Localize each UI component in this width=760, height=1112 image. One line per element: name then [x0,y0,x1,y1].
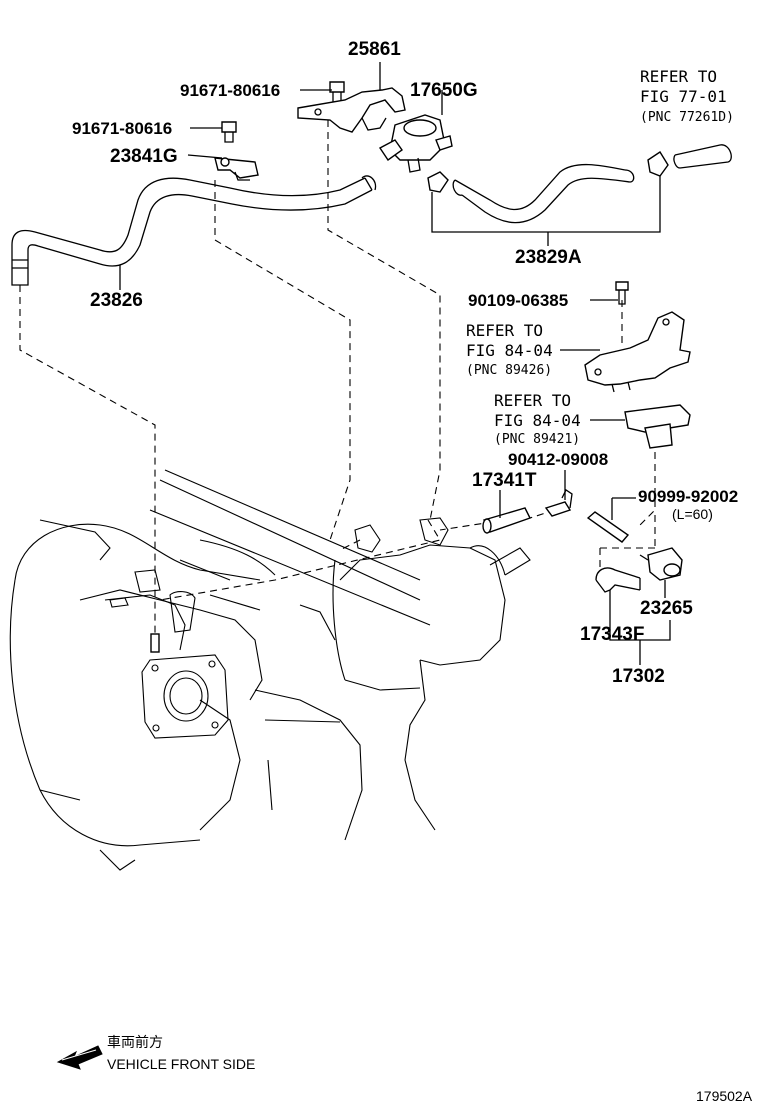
label-25861: 25861 [348,39,401,60]
label-91671-upper: 91671-80616 [180,81,280,100]
tube-17341t [482,507,531,534]
hose-23829a [427,151,669,233]
label-17302: 17302 [612,666,665,687]
label-23841g: 23841G [110,146,178,167]
label-23826: 23826 [90,290,143,311]
ref3-line3: (PNC 89421) [494,432,580,447]
label-17650g: 17650G [410,80,478,101]
bolt-91671-left [221,121,237,143]
hose-77261d [673,144,732,169]
hose-23826 [11,175,377,286]
legend-japanese: 車両前方 [107,1034,163,1050]
bracket-89426 [584,311,691,393]
label-90412: 90412-09008 [508,450,608,469]
label-17341t: 17341T [472,470,537,491]
label-23829a: 23829A [515,247,582,268]
ref2-line2: FIG 84-04 [466,341,553,360]
ref1-line3: (PNC 77261D) [640,110,734,125]
ref2-line1: REFER TO [466,321,543,340]
figure-id: 179502A [696,1088,753,1104]
ref1-line1: REFER TO [640,67,717,86]
label-leaders [119,62,671,665]
hose-17343f [595,567,641,593]
sensor-89421 [624,404,691,449]
label-23265: 23265 [640,598,693,619]
vsv-23265 [639,547,683,581]
clip-23841g [214,157,259,181]
hose-90999 [586,511,630,543]
engine-outline [9,469,531,871]
dashed-leaders [19,120,656,634]
ref3-line2: FIG 84-04 [494,411,581,430]
vehicle-front-arrow-icon [56,1045,103,1070]
vsv-17650g [378,114,453,173]
ref1-line2: FIG 77-01 [640,87,727,106]
label-90109: 90109-06385 [468,291,568,310]
bolt-90109 [615,281,629,305]
label-17343f: 17343F [580,624,644,645]
ref3-line1: REFER TO [494,391,571,410]
ref2-line3: (PNC 89426) [466,363,552,378]
label-90999-length: (L=60) [672,506,713,522]
nipple-90412 [544,489,573,517]
label-91671-left: 91671-80616 [72,119,172,138]
label-90999: 90999-92002 [638,487,738,506]
legend-english: VEHICLE FRONT SIDE [107,1056,255,1072]
bracket-25861 [297,87,406,133]
